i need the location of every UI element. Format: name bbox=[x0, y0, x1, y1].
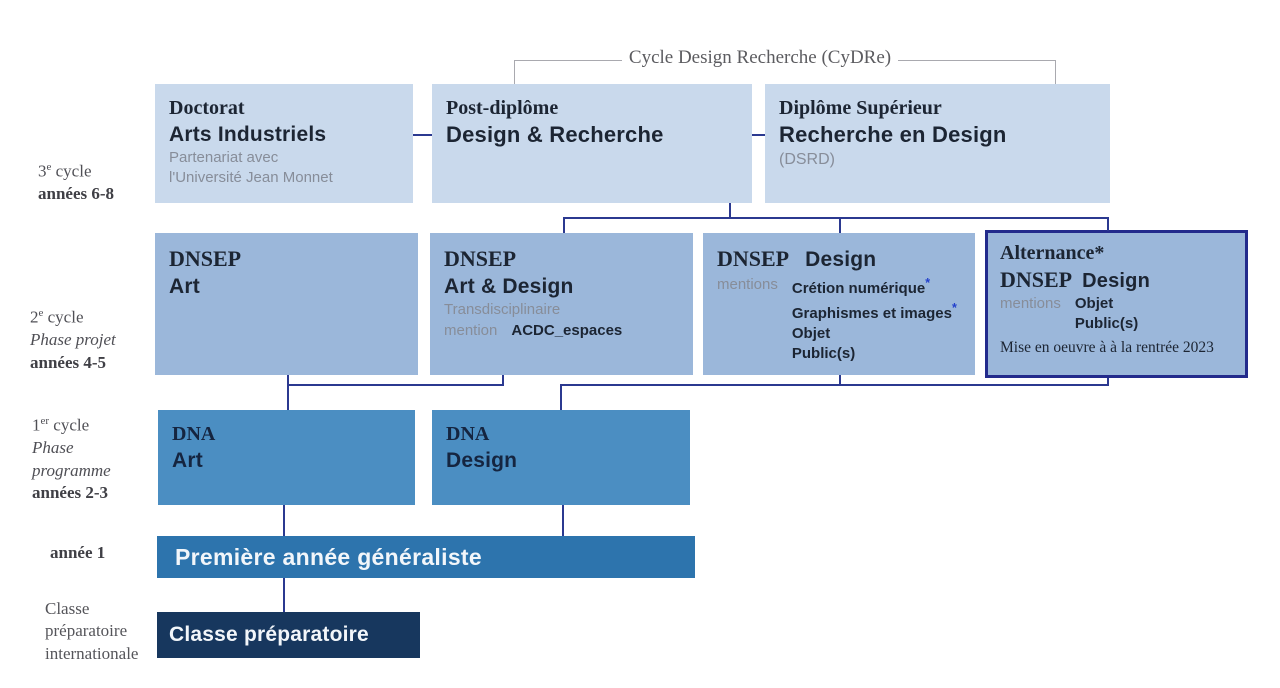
dnsep-design-title-serif: DNSEP bbox=[717, 246, 790, 271]
connector-hline-design-branch bbox=[560, 384, 1109, 386]
box-dnsep-art: DNSEP Art bbox=[155, 233, 418, 375]
dna-design-title: DNA bbox=[446, 423, 490, 445]
doctorat-note2: l'Université Jean Monnet bbox=[169, 168, 333, 186]
postdiplome-subtitle: Design & Recherche bbox=[446, 122, 664, 147]
box-doctorat-arts-industriels: Doctorat Arts Industriels Partenariat av… bbox=[155, 84, 413, 203]
label-cycle-2: 2e cycle Phase projet années 4-5 bbox=[30, 306, 116, 374]
mentions-label: mentions bbox=[1000, 295, 1061, 312]
alternance-title2-serif: DNSEP bbox=[1000, 267, 1073, 292]
bar-classe-preparatoire: Classe préparatoire bbox=[157, 612, 420, 658]
dnsep-design-title-row: DNSEP Design bbox=[717, 245, 961, 273]
cycle2-line: 2e cycle bbox=[30, 307, 84, 327]
bracket-line-left bbox=[514, 60, 622, 61]
cycle1-phase2: programme bbox=[32, 460, 111, 480]
prepa-line3: internationale bbox=[45, 643, 139, 663]
alternance-title2-sans: Design bbox=[1082, 270, 1151, 292]
dnsep-ad-note: Transdisciplinaire bbox=[444, 300, 561, 318]
mention-item: Objet bbox=[791, 324, 831, 342]
label-cycle-1: 1er cycle Phase programme années 2-3 bbox=[32, 414, 111, 504]
alternance-mentions-row: mentions Objet Public(s) bbox=[1000, 294, 1233, 335]
doctorat-title: Doctorat bbox=[169, 97, 245, 119]
cycle1-line: 1er cycle bbox=[32, 415, 90, 435]
label-classe-prepa-internationale: Classe préparatoire internationale bbox=[45, 598, 138, 665]
dnsep-ad-title: DNSEP bbox=[444, 246, 517, 271]
box-dnsep-art-design: DNSEP Art & Design Transdisciplinaire me… bbox=[430, 233, 693, 375]
mention-item: Objet bbox=[1074, 295, 1114, 312]
cycle3-years: années 6-8 bbox=[38, 184, 115, 204]
mention-label: mention bbox=[444, 322, 498, 340]
mention-item: Crétion numérique* bbox=[791, 276, 931, 298]
connector-hline-row1-row2 bbox=[563, 217, 1109, 219]
cycle2-phase: Phase projet bbox=[30, 330, 116, 350]
dna-art-title: DNA bbox=[172, 423, 216, 445]
doctorat-note1: Partenariat avec bbox=[169, 149, 279, 167]
connector-dna-art-premiere bbox=[283, 505, 285, 536]
connector-dna-design-premiere bbox=[562, 505, 564, 536]
connector-premiere-prepa bbox=[283, 578, 285, 612]
dna-art-subtitle: Art bbox=[172, 449, 203, 472]
prepa-line1: Classe bbox=[45, 599, 90, 618]
mentions-list: Objet Public(s) bbox=[1075, 294, 1138, 335]
mentions-label: mentions bbox=[717, 276, 778, 294]
connector-stub-postdiplome-down bbox=[729, 203, 731, 218]
dnsep-design-title-sans: Design bbox=[805, 248, 877, 271]
dnsep-art-subtitle: Art bbox=[169, 274, 200, 298]
alternance-title: Alternance* bbox=[1000, 242, 1105, 264]
cycle2-years: années 4-5 bbox=[30, 352, 107, 372]
dnsep-design-mentions-row: mentions Crétion numérique* Graphismes e… bbox=[717, 275, 961, 364]
label-year-1: année 1 bbox=[50, 543, 106, 562]
dsrd-subtitle: Recherche en Design bbox=[779, 122, 1007, 147]
bar-premiere-annee-generaliste: Première année généraliste bbox=[157, 536, 695, 578]
cycle1-phase1: Phase bbox=[32, 438, 74, 458]
postdiplome-title: Post-diplôme bbox=[446, 97, 559, 119]
prepa-line2: préparatoire bbox=[45, 621, 128, 641]
dnsep-art-title: DNSEP bbox=[169, 246, 242, 271]
connector-postdiplome-dsrd bbox=[752, 134, 765, 136]
dnsep-ad-subtitle: Art & Design bbox=[444, 274, 574, 298]
dna-design-subtitle: Design bbox=[446, 449, 518, 472]
connector-drop-alternance bbox=[1107, 217, 1109, 231]
connector-drop-dna-art bbox=[287, 375, 289, 410]
alternance-title2-row: DNSEP Design bbox=[1000, 266, 1233, 294]
mention-item: Graphismes et images* bbox=[791, 300, 957, 322]
connector-up-alternance bbox=[1107, 378, 1109, 385]
mention-item: Public(s) bbox=[1074, 315, 1139, 333]
connector-hline-art-branch bbox=[287, 384, 504, 386]
cycle1-years: années 2-3 bbox=[32, 482, 109, 502]
bracket-stub-right bbox=[1055, 60, 1056, 84]
asterisk: * bbox=[925, 276, 931, 291]
dsrd-note: (DSRD) bbox=[779, 150, 835, 168]
mentions-list: Crétion numérique* Graphismes et images*… bbox=[792, 275, 957, 364]
connector-up-dnsep-art-design bbox=[502, 375, 504, 385]
bracket-title: Cycle Design Recherche (CyDRe) bbox=[628, 47, 892, 68]
connector-up-dnsep-design bbox=[839, 375, 841, 385]
box-post-diplome-design-recherche: Post-diplôme Design & Recherche bbox=[432, 84, 752, 203]
connector-drop-dnsep-art-design bbox=[563, 217, 565, 233]
mention-value: ACDC_espaces bbox=[511, 322, 623, 340]
mention-item: Public(s) bbox=[791, 345, 856, 363]
doctorat-subtitle: Arts Industriels bbox=[169, 123, 327, 146]
connector-doctorat-postdiplome bbox=[413, 134, 432, 136]
box-diplome-superieur-recherche-design: Diplôme Supérieur Recherche en Design (D… bbox=[765, 84, 1110, 203]
box-dnsep-design: DNSEP Design mentions Crétion numérique*… bbox=[703, 233, 975, 375]
cycle3-line: 3e cycle bbox=[38, 161, 92, 181]
box-alternance-dnsep-design: Alternance* DNSEP Design mentions Objet … bbox=[985, 230, 1248, 378]
dnsep-ad-mention-row: mention ACDC_espaces bbox=[444, 321, 679, 341]
connector-drop-dna-design bbox=[560, 384, 562, 410]
box-dna-design: DNA Design bbox=[432, 410, 690, 505]
bracket-line-right bbox=[898, 60, 1056, 61]
bracket-stub-left bbox=[514, 60, 515, 84]
alternance-note: Mise en oeuvre à à la rentrée 2023 bbox=[1000, 338, 1214, 356]
connector-drop-dnsep-design bbox=[839, 217, 841, 233]
label-cycle-3: 3e cycle années 6-8 bbox=[38, 160, 114, 206]
dsrd-title: Diplôme Supérieur bbox=[779, 97, 942, 119]
box-dna-art: DNA Art bbox=[158, 410, 415, 505]
asterisk: * bbox=[951, 300, 957, 315]
